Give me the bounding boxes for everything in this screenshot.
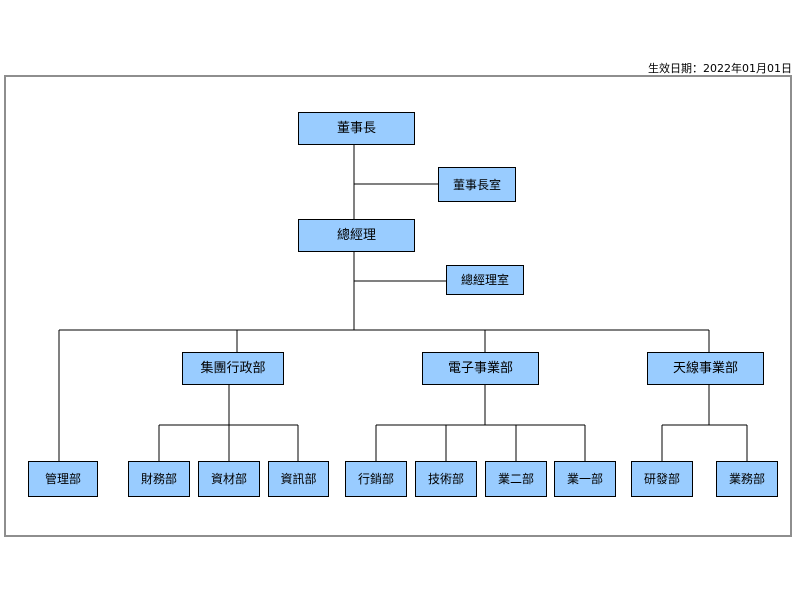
node-business-affairs[interactable]: 業務部 (716, 461, 778, 497)
node-finance[interactable]: 財務部 (128, 461, 190, 497)
org-chart-frame (4, 75, 792, 537)
effective-date: 生效日期：2022年01月01日 (648, 62, 792, 75)
node-antenna-division[interactable]: 天線事業部 (647, 352, 764, 385)
node-chairman[interactable]: 董事長 (298, 112, 415, 145)
node-group-admin[interactable]: 集團行政部 (182, 352, 284, 385)
node-electronics-division[interactable]: 電子事業部 (422, 352, 539, 385)
node-marketing[interactable]: 行銷部 (345, 461, 407, 497)
node-materials[interactable]: 資材部 (198, 461, 260, 497)
node-management[interactable]: 管理部 (28, 461, 98, 497)
node-it[interactable]: 資訊部 (268, 461, 329, 497)
node-business-2[interactable]: 業二部 (485, 461, 547, 497)
node-gm-office[interactable]: 總經理室 (446, 265, 524, 295)
node-general-manager[interactable]: 總經理 (298, 219, 415, 252)
node-technology[interactable]: 技術部 (415, 461, 477, 497)
node-chairman-office[interactable]: 董事長室 (438, 167, 516, 202)
node-rnd[interactable]: 研發部 (631, 461, 693, 497)
node-business-1[interactable]: 業一部 (554, 461, 616, 497)
